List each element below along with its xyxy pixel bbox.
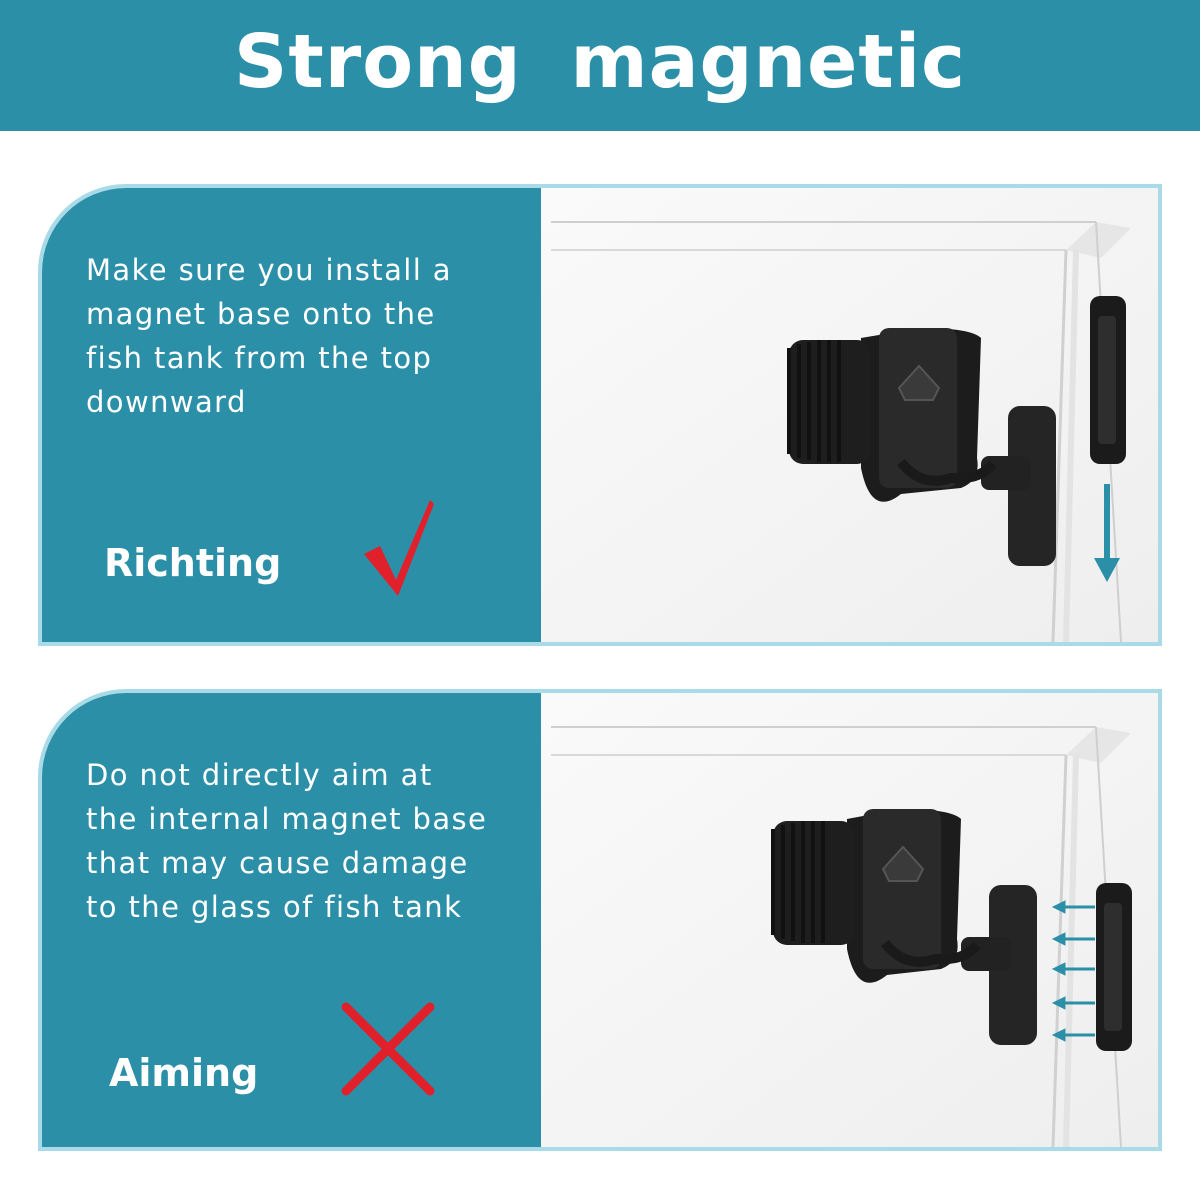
check-mark-icon	[364, 500, 434, 596]
wave-pump-icon	[771, 809, 981, 983]
pump-photo-correct	[541, 188, 1158, 642]
instruction-block: Do not directly aim at the internal magn…	[42, 693, 541, 1147]
instruction-line: fish tank from the top	[86, 341, 433, 375]
verdict-label: Aiming	[109, 1051, 259, 1095]
page-title: Strong magnetic	[234, 18, 966, 105]
verdict-label: Richting	[104, 541, 282, 585]
instruction-text: Do not directly aim at the internal magn…	[86, 753, 526, 929]
instruction-line: that may cause damage	[86, 846, 469, 880]
pump-photo-incorrect	[541, 693, 1158, 1147]
instruction-line: the internal magnet base	[86, 802, 488, 836]
arrow-left-icon	[1051, 900, 1095, 1042]
aquarium-illustration	[541, 188, 1158, 642]
instruction-line: downward	[86, 385, 247, 419]
aquarium-illustration	[541, 693, 1158, 1147]
instruction-line: Make sure you install a	[86, 253, 452, 287]
inner-magnet-mount	[989, 885, 1037, 1045]
arrow-down-icon	[1094, 484, 1120, 582]
instruction-line: magnet base onto the	[86, 297, 436, 331]
instruction-text: Make sure you install a magnet base onto…	[86, 248, 526, 424]
panel-correct-installation: Make sure you install a magnet base onto…	[38, 184, 1162, 646]
panel-incorrect-aiming: Do not directly aim at the internal magn…	[38, 689, 1162, 1151]
instruction-line: Do not directly aim at	[86, 758, 433, 792]
instruction-block: Make sure you install a magnet base onto…	[42, 188, 541, 642]
cross-mark-icon	[341, 1002, 435, 1096]
header-banner: Strong magnetic	[0, 0, 1200, 131]
wave-pump-icon	[787, 328, 997, 502]
instruction-line: to the glass of fish tank	[86, 890, 463, 924]
inner-magnet-mount	[1008, 406, 1056, 566]
